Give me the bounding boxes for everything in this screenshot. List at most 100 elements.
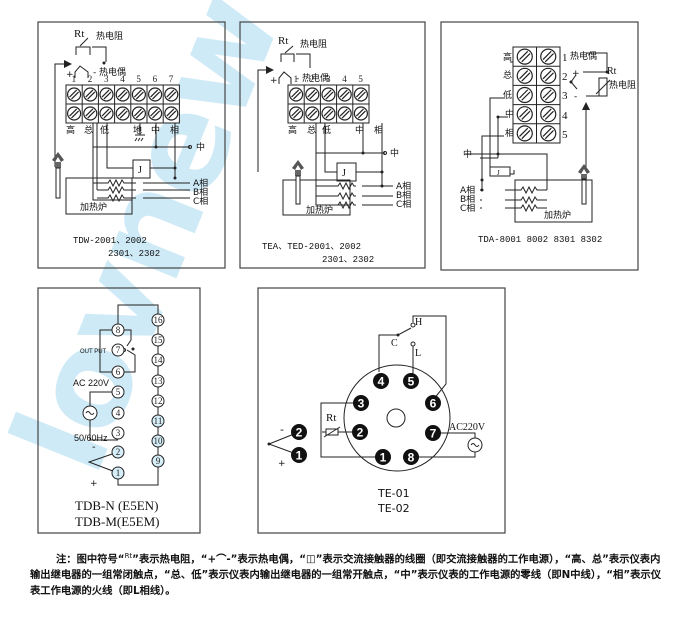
terminal-screw xyxy=(148,87,163,102)
terminal-pin: 11 xyxy=(151,414,165,428)
terminal-pin: 4 xyxy=(373,373,389,389)
terminal-number: 1 xyxy=(294,74,299,84)
contact-l: L xyxy=(415,348,421,359)
furnace-label: 加热炉 xyxy=(544,209,571,221)
terminal-label: 总 xyxy=(307,124,316,136)
phase-a: A相 xyxy=(460,184,475,196)
terminal-pin: 6 xyxy=(111,365,125,379)
rt-label: Rt xyxy=(607,66,617,77)
terminal-number: 3 xyxy=(326,74,331,84)
svg-text:10: 10 xyxy=(154,436,164,446)
note-text: ”表示交流接触器的线圈（即交流接触器的工作电源），“高、总”表示仪表内输出继电器… xyxy=(30,553,661,598)
footnote: 注：图中符号“Rt”表示热电阻，“+⌒-”表示热电偶，“◫”表示交流接触器的线圈… xyxy=(30,548,670,599)
terminal-label: 总 xyxy=(84,124,93,136)
terminal-screw xyxy=(353,106,368,121)
terminal-pin: 1 xyxy=(111,466,125,480)
terminal-pin: 12 xyxy=(151,394,165,408)
phase-b: B相 xyxy=(193,186,208,198)
model-label-2: 2301、2302 xyxy=(108,249,160,259)
neutral-label: 中 xyxy=(463,148,472,160)
note-text: 注：图中符号“ xyxy=(56,553,125,566)
terminal-pin: 5 xyxy=(403,373,419,389)
terminal-pin: 8 xyxy=(403,449,419,465)
terminal-screw xyxy=(540,86,557,104)
ac-voltage-label: AC 220V xyxy=(73,378,109,388)
terminal-number: 5 xyxy=(358,74,363,84)
terminal-screw xyxy=(289,87,304,102)
terminal-pin: 7 xyxy=(111,343,125,357)
terminal-screw xyxy=(321,106,336,121)
svg-text:7: 7 xyxy=(430,427,437,441)
phase-c: C相 xyxy=(193,195,208,207)
svg-text:11: 11 xyxy=(154,416,163,426)
svg-text:4: 4 xyxy=(378,375,385,389)
terminal-number: 1 xyxy=(562,52,568,64)
svg-text:6: 6 xyxy=(116,367,121,377)
terminal-pin: 3 xyxy=(353,395,369,411)
terminal-number: 5 xyxy=(562,129,568,141)
terminal-screw xyxy=(516,106,533,123)
terminal-screw xyxy=(353,87,368,102)
terminal-number: 4 xyxy=(562,110,568,122)
terminal-pin: 16 xyxy=(151,313,165,327)
terminal-screw xyxy=(540,106,557,123)
minus-sign: - xyxy=(280,423,284,436)
coil-j: J xyxy=(497,169,500,177)
rt-label: Rt xyxy=(326,412,336,424)
label-common: 总 xyxy=(503,69,512,81)
terminal-screw xyxy=(305,87,320,102)
terminal-label: 高 xyxy=(66,124,75,136)
furnace-label: 加热炉 xyxy=(306,204,333,216)
terminal-screw xyxy=(337,87,352,102)
svg-text:8: 8 xyxy=(408,451,415,465)
model-label-2: 2301、2302 xyxy=(322,255,374,265)
svg-text:3: 3 xyxy=(358,397,365,411)
rtd-label: 热电阻 xyxy=(300,38,327,50)
svg-text:15: 15 xyxy=(154,335,164,345)
terminal-screw xyxy=(305,106,320,121)
minus-sign: - xyxy=(92,442,96,453)
terminal-block xyxy=(512,46,561,144)
svg-text:2: 2 xyxy=(357,426,364,440)
svg-text:2: 2 xyxy=(116,447,121,457)
terminal-pin: 13 xyxy=(151,374,165,388)
model-label-2: TDB-M(E5EM) xyxy=(75,514,160,529)
plus-sign: + xyxy=(90,479,98,489)
terminal-number: 6 xyxy=(153,74,158,84)
minus-sign: - xyxy=(574,92,577,102)
terminal-screw xyxy=(516,67,533,84)
svg-text:14: 14 xyxy=(154,355,164,365)
terminal-pin: 14 xyxy=(151,353,165,367)
svg-text:2: 2 xyxy=(296,426,303,440)
rt-label: Rt xyxy=(278,35,288,47)
note-text: ”表示热电阻，“+⌒-”表示热电偶，“ xyxy=(132,553,307,566)
plus-sign: + xyxy=(278,459,286,469)
svg-text:13: 13 xyxy=(154,376,164,386)
frequency-label: 50/60Hz xyxy=(74,433,108,443)
rtd-symbol: Rt xyxy=(124,552,133,560)
terminal-pin: 15 xyxy=(151,333,165,347)
plus-sign: + xyxy=(66,70,74,80)
rt-label: Rt xyxy=(74,28,84,40)
terminal-number: 3 xyxy=(104,74,109,84)
rtd-label: 热电阻 xyxy=(96,30,123,42)
terminal-number: 4 xyxy=(120,74,125,84)
rtd-label: 热电阻 xyxy=(609,79,636,91)
terminal-screw xyxy=(516,125,533,142)
terminal-pin: 1 xyxy=(375,449,391,465)
terminal-screw xyxy=(540,48,557,65)
terminal-screw xyxy=(337,106,352,121)
terminal-number: 7 xyxy=(169,74,174,84)
terminal-screw xyxy=(115,106,130,121)
ac-voltage-label: AC220V xyxy=(449,422,486,433)
terminal-pin: 2 xyxy=(291,424,307,440)
label-high: 高 xyxy=(503,51,512,63)
panel-tda: 高 总 低 中 相 1 2 3 4 5 热电偶 + - Rt 热电阻 J 中 A… xyxy=(440,21,639,271)
svg-text:1: 1 xyxy=(296,449,303,463)
neutral-label: 中 xyxy=(390,147,399,159)
svg-text:5: 5 xyxy=(408,375,415,389)
neutral-label: 中 xyxy=(196,141,205,153)
